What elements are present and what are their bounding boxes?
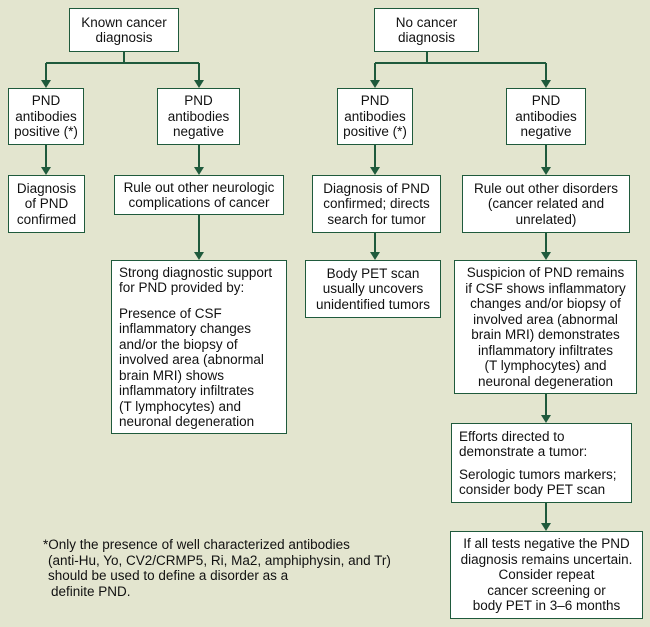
box-line: usually uncovers xyxy=(322,281,424,297)
box-line: Diagnosis of PND xyxy=(323,180,430,196)
box-line: brain MRI) shows xyxy=(119,367,225,383)
arrowhead xyxy=(541,167,551,175)
arrowhead xyxy=(541,415,551,423)
known-cancer-box: Known cancer diagnosis xyxy=(69,8,179,52)
pnd-negative-right-box: PND antibodies negative xyxy=(506,88,586,145)
box-line: PND xyxy=(31,93,61,109)
box-line: Efforts directed to xyxy=(459,428,565,444)
box-line: (cancer related and xyxy=(487,196,605,212)
no-cancer-box: No cancer diagnosis xyxy=(374,8,479,52)
arrowhead xyxy=(370,252,380,260)
box-line: unidentified tumors xyxy=(315,296,431,312)
pet-scan-box: Body PET scan usually uncovers unidentif… xyxy=(305,260,441,318)
box-line: neuronal degeneration xyxy=(119,414,255,429)
box-line: inflammatory changes xyxy=(119,321,252,336)
strong-support-box: Strong diagnostic support for PND provid… xyxy=(111,260,287,434)
box-line: Known cancer xyxy=(81,14,167,30)
arrowhead xyxy=(370,80,380,88)
box-line: positive (*) xyxy=(14,124,78,140)
box-line: No cancer xyxy=(395,14,458,30)
pnd-negative-left-box: PND antibodies negative xyxy=(157,88,240,145)
footnote-line: (anti-Hu, Yo, CV2/CRMP5, Ri, Ma2, amphip… xyxy=(48,552,391,568)
box-line: PND xyxy=(360,93,390,109)
box-line: (T lymphocytes) and xyxy=(119,398,242,414)
box-line: and/or the biopsy of xyxy=(119,336,238,352)
box-line: demonstrate a tumor: xyxy=(459,444,588,459)
box-line: body PET in 3–6 months xyxy=(472,598,621,614)
spacer xyxy=(119,296,281,306)
box-line: Rule out other neurologic xyxy=(123,179,275,195)
box-line: if CSF shows inflammatory xyxy=(465,280,626,296)
box-line: consider body PET scan xyxy=(459,482,606,497)
arrowhead xyxy=(370,167,380,175)
box-line: Serologic tumors markers; xyxy=(459,466,617,482)
box-line: antibodies xyxy=(15,108,77,124)
box-line: (T lymphocytes) and xyxy=(484,358,607,373)
footnote-line: *Only the presence of well characterized… xyxy=(43,537,350,552)
rule-out-neurologic-box: Rule out other neurologic complications … xyxy=(114,175,284,215)
footnote-line: should be used to define a disorder as a xyxy=(48,568,289,583)
arrowhead xyxy=(541,252,551,260)
box-line: neuronal degeneration xyxy=(477,373,614,389)
rule-out-other-box: Rule out other disorders (cancer related… xyxy=(462,175,630,233)
box-line: diagnosis remains uncertain. xyxy=(460,551,633,567)
arrowhead xyxy=(541,80,551,88)
arrowhead xyxy=(194,167,204,175)
box-line: inflammatory infiltrates xyxy=(119,383,255,398)
box-line: PND xyxy=(531,93,561,109)
box-line: negative xyxy=(172,124,225,140)
box-line: negative xyxy=(520,124,572,140)
arrowhead xyxy=(41,167,51,175)
diagnosis-uncertain-box: If all tests negative the PND diagnosis … xyxy=(450,531,643,619)
box-line: antibodies xyxy=(515,108,577,124)
suspicion-remains-box: Suspicion of PND remains if CSF shows in… xyxy=(454,260,637,394)
arrowhead xyxy=(194,252,204,260)
box-line: confirmed xyxy=(16,211,77,227)
box-line: diagnosis xyxy=(397,30,456,45)
box-line: for PND provided by: xyxy=(119,280,245,295)
box-line: diagnosis xyxy=(95,30,153,45)
box-line: antibodies xyxy=(167,108,230,124)
box-line: Presence of CSF xyxy=(119,305,222,321)
diagnosis-search-tumor-box: Diagnosis of PND confirmed; directs sear… xyxy=(312,175,441,233)
arrowhead xyxy=(541,523,551,531)
box-line: involved area (abnormal xyxy=(473,311,618,327)
arrowhead xyxy=(194,80,204,88)
pnd-positive-right-box: PND antibodies positive (*) xyxy=(337,88,413,145)
arrowhead xyxy=(41,80,51,88)
pnd-positive-left-box: PND antibodies positive (*) xyxy=(8,88,84,145)
box-line: cancer screening or xyxy=(487,582,606,598)
box-line: search for tumor xyxy=(327,211,426,227)
spacer xyxy=(459,460,626,467)
box-line: involved area (abnormal xyxy=(119,352,264,367)
box-line: Suspicion of PND remains xyxy=(466,265,625,280)
box-line: of PND xyxy=(24,196,69,212)
box-line: Rule out other disorders xyxy=(473,180,619,196)
box-line: If all tests negative the PND xyxy=(463,536,630,552)
efforts-tumor-box: Efforts directed to demonstrate a tumor:… xyxy=(451,423,632,503)
footnote: *Only the presence of well characterized… xyxy=(43,537,391,599)
box-line: inflammatory infiltrates xyxy=(477,342,614,358)
box-line: Strong diagnostic support xyxy=(119,264,273,280)
footnote-line: definite PND. xyxy=(51,583,131,599)
box-line: Consider repeat xyxy=(498,567,595,583)
box-line: confirmed; directs xyxy=(323,196,430,212)
box-line: unrelated) xyxy=(515,211,577,227)
diagnosis-confirmed-box: Diagnosis of PND confirmed xyxy=(8,175,85,233)
box-line: PND xyxy=(184,93,213,109)
box-line: complications of cancer xyxy=(128,195,270,210)
box-line: positive (*) xyxy=(343,124,407,140)
box-line: Diagnosis xyxy=(16,180,77,196)
box-line: antibodies xyxy=(344,108,406,124)
box-line: brain MRI) demonstrates xyxy=(471,327,620,342)
box-line: Body PET scan xyxy=(326,265,420,281)
box-line: changes and/or biopsy of xyxy=(470,296,621,311)
